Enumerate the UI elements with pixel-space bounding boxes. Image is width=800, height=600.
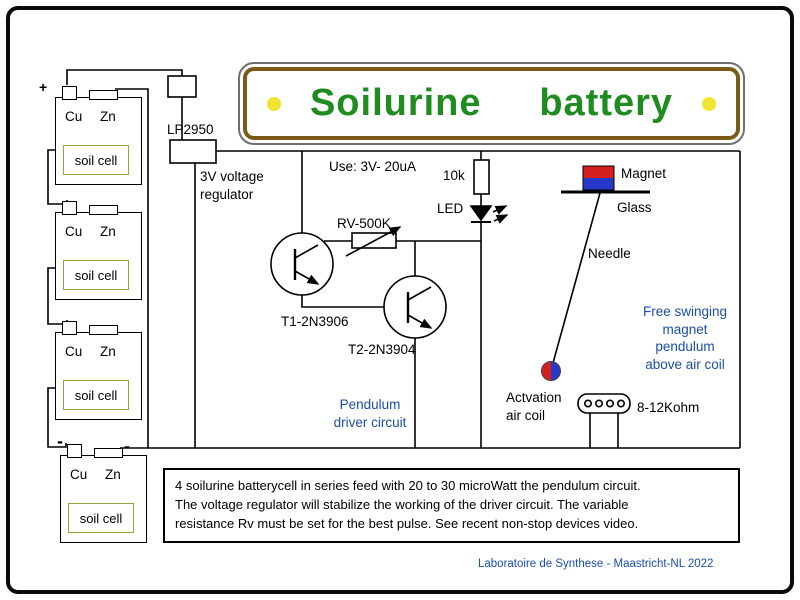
zinc-label: Zn [105,467,121,482]
regulator-caption-line1: 3V voltage [200,169,264,184]
magnet-label: Magnet [621,166,667,181]
use-rating-label: Use: 3V- 20uA [329,159,417,174]
note-line3: resistance Rv must be set for the best p… [175,515,639,531]
zinc-label: Zn [100,109,116,124]
soil-cell-2: Cu Zn soil cell [55,201,142,300]
coil-resistance-label: 8-12Kohm [637,400,700,415]
driver-caption: Pendulum driver circuit [320,396,420,432]
minus-terminal-label: - [57,431,63,451]
driver-caption-line2: driver circuit [333,415,407,431]
soil-cell-text: soil cell [74,152,118,168]
transistor-t1-symbol [270,151,334,296]
air-coil-symbol [577,393,631,448]
copper-label: Cu [65,344,83,359]
electrode-tab-icon [62,86,77,100]
note-line1: 4 soilurine batterycell in series feed w… [175,478,641,493]
description-note-box: 4 soilurine batterycell in series feed w… [163,468,740,543]
electrode-tab-icon [62,321,77,335]
air-coil-caption-line2: air coil [506,408,546,423]
needle-line [552,192,601,364]
yellow-dot-icon [701,96,716,111]
regulator-chip-label: LP2950 [167,122,214,137]
soil-cell-label: soil cell [63,380,129,410]
copper-label: Cu [65,224,83,239]
electrode-tab-icon [89,90,118,100]
electrode-tab-icon [94,448,123,458]
free-swinging-line3: pendulum [655,339,715,355]
soil-cell-1: Cu Zn soil cell [55,86,142,185]
magnet-symbol [582,165,615,191]
zinc-label: Zn [100,224,116,239]
resistor-10k-label: 10k [443,168,465,183]
free-swinging-line1: Free swinging [642,304,728,319]
copper-label: Cu [65,109,83,124]
soil-cell-4: Cu Zn soil cell [60,444,147,543]
soil-cell-label: soil cell [63,145,129,175]
soil-cell-text: soil cell [74,267,118,283]
free-swinging-line2: magnet [662,321,708,337]
power-rails [120,150,741,449]
soil-cell-text: soil cell [79,510,123,526]
electrode-tab-icon [62,201,77,215]
soil-cell-label: soil cell [68,503,134,533]
title-banner: Soilurine battery [238,62,745,145]
free-swinging-line4: above air coil [645,356,725,372]
plus-terminal-label: + [39,79,48,95]
rv-label: RV-500K [337,216,391,231]
driver-caption-line1: Pendulum [339,397,401,412]
air-coil-caption-line1: Actvation [506,390,562,405]
zinc-label: Zn [100,344,116,359]
transistor-t1-label: T1-2N3906 [281,314,349,329]
electrode-tab-icon [67,444,82,458]
led-label: LED [437,201,464,216]
variable-resistor-rv-symbol [324,226,481,257]
led-symbol [469,205,509,448]
pendulum-bob [541,361,561,381]
minus-terminal-label: - [124,436,130,456]
resistor-10k-symbol [473,151,490,206]
soil-cell-text: soil cell [74,387,118,403]
regulator-symbol [169,139,217,164]
needle-label: Needle [588,246,631,261]
transistor-t2-symbol [301,241,447,448]
credit-label: Laboratoire de Synthese - Maastricht-NL … [478,558,714,570]
electrode-tab-icon [89,325,118,335]
title-banner-inner: Soilurine battery [243,67,740,140]
transistor-t2-label: T2-2N3904 [348,342,416,357]
copper-label: Cu [70,467,88,482]
soil-cell-3: Cu Zn soil cell [55,321,142,420]
glass-label: Glass [617,200,652,215]
regulator-caption-line2: regulator [200,187,254,202]
page-title: Soilurine battery [309,82,674,124]
soil-cell-label: soil cell [63,260,129,290]
note-line2: The voltage regulator will stabilize the… [175,496,629,512]
free-swinging-caption: Free swinging magnet pendulum above air … [634,303,736,373]
electrode-tab-icon [89,205,118,215]
yellow-dot-icon [267,96,281,111]
